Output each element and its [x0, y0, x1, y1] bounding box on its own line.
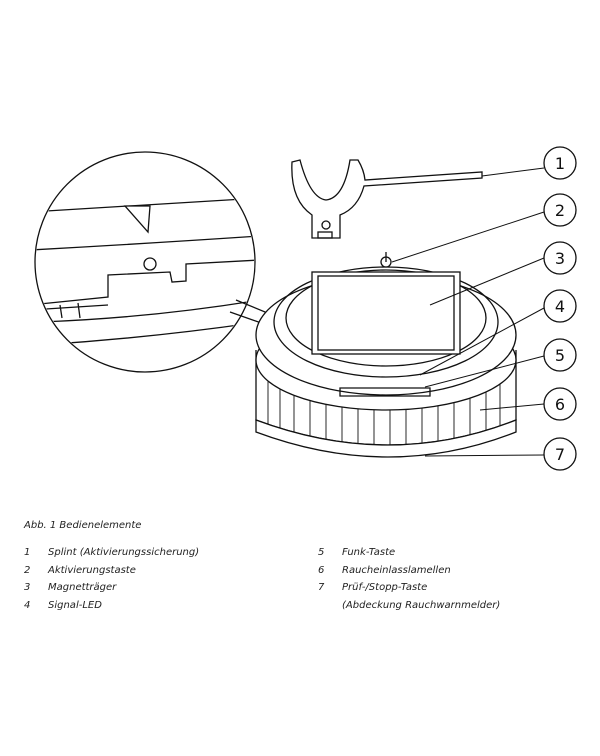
callout-5: 5 — [543, 338, 577, 372]
svg-text:1: 1 — [555, 154, 565, 173]
detector-body — [255, 252, 517, 458]
svg-text:7: 7 — [555, 445, 565, 464]
leader-lines — [391, 167, 545, 457]
legend-item: (Abdeckung Rauchwarnmelder) — [342, 599, 501, 611]
svg-text:2: 2 — [555, 201, 565, 220]
svg-text:3: 3 — [555, 249, 565, 268]
figure-caption: Abb. 1 Bedienelemente — [24, 520, 142, 531]
callouts: 1 2 3 4 5 6 7 — [543, 146, 577, 471]
svg-text:4: 4 — [555, 297, 565, 316]
callout-6: 6 — [543, 387, 577, 421]
smoke-detector-diagram: 1 2 3 4 5 6 7 — [34, 146, 577, 471]
svg-text:5: 5 — [555, 346, 565, 365]
svg-text:6: 6 — [555, 395, 565, 414]
callout-3: 3 — [543, 241, 577, 275]
callout-4: 4 — [543, 289, 577, 323]
callout-2: 2 — [543, 193, 577, 227]
splint-key — [291, 159, 483, 239]
detail-magnifier — [34, 151, 419, 379]
callout-1: 1 — [543, 146, 577, 180]
callout-7: 7 — [543, 437, 577, 471]
